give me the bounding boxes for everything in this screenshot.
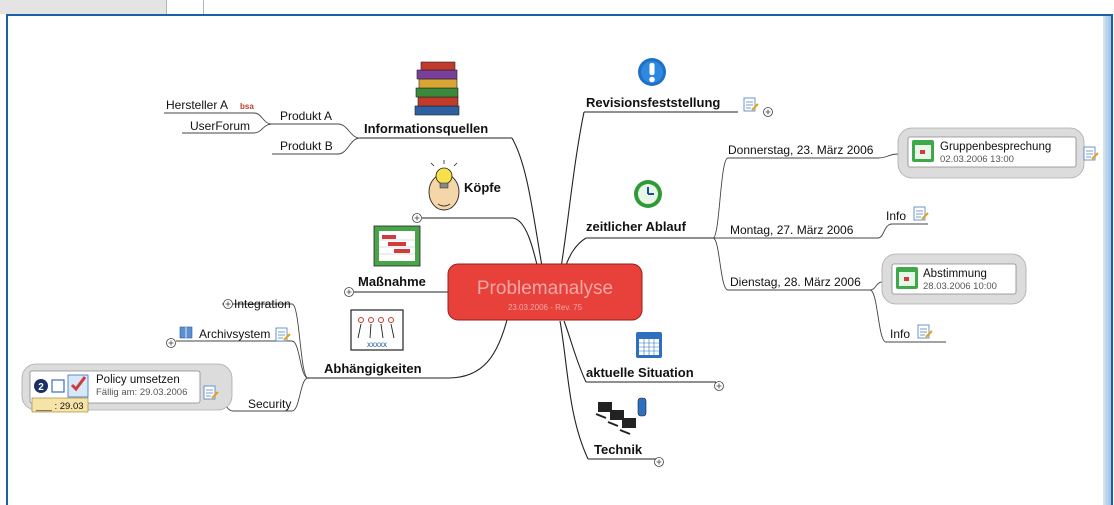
note-icon[interactable]: [743, 97, 759, 112]
sub-line-abstimmung: [869, 281, 883, 291]
branch-massnahme[interactable]: Maßnahme: [358, 274, 426, 289]
sub-line-produkt-a: [272, 123, 361, 139]
sub-line-gruppe: [877, 153, 899, 159]
priority-icon: 2: [34, 379, 48, 393]
branch-produkt-b[interactable]: Produkt B: [280, 139, 333, 153]
appointment-icon: [912, 140, 934, 162]
card-due: Fällig am: 29.03.2006: [96, 387, 187, 398]
sub-line-info-1: [877, 223, 928, 239]
central-node[interactable]: Problemanalyse 23.03.2006 - Rev. 75: [447, 263, 643, 321]
badge-icon: bsa: [240, 102, 254, 111]
note-icon[interactable]: [1083, 146, 1099, 161]
branch-info-1[interactable]: Info: [886, 209, 906, 223]
svg-text:bsa: bsa: [240, 102, 254, 111]
expand-icon[interactable]: [412, 213, 422, 223]
branch-info-2[interactable]: Info: [890, 327, 910, 341]
card-policy[interactable]: 2 Policy umsetzen Fällig am: 29.03.2006 …: [21, 363, 233, 413]
sub-line-archivsystem: [176, 340, 309, 379]
mindmap-canvas[interactable]: Problemanalyse 23.03.2006 - Rev. 75 Info…: [6, 14, 1113, 505]
mindmap-svg: Problemanalyse 23.03.2006 - Rev. 75 Info…: [21, 58, 1099, 467]
expand-icon[interactable]: [344, 287, 354, 297]
sub-line-integration: [222, 303, 309, 379]
branch-archivsystem[interactable]: Archivsystem: [199, 327, 270, 341]
branch-line-technik: [559, 320, 589, 460]
note-icon[interactable]: [203, 385, 219, 400]
card-title: Gruppenbesprechung: [940, 141, 1051, 153]
canvas-edge: [1103, 16, 1111, 505]
books-icon: [414, 61, 460, 116]
computers-icon: [595, 397, 647, 435]
branch-produkt-a[interactable]: Produkt A: [280, 109, 332, 123]
card-gruppenbesprechung[interactable]: Gruppenbesprechung 02.03.2006 13:00: [897, 127, 1099, 179]
card-date: 02.03.2006 13:00: [940, 154, 1014, 165]
tab-divider: [203, 0, 204, 14]
priority-value: 2: [38, 382, 44, 393]
branch-technik[interactable]: Technik: [594, 442, 643, 457]
due-tag: [31, 397, 89, 413]
card-title: Abstimmung: [923, 268, 987, 280]
sub-line-security: [233, 377, 309, 412]
expand-icon[interactable]: [223, 299, 233, 309]
branch-koepfe[interactable]: Köpfe: [464, 180, 501, 195]
central-subtitle: 23.03.2006 - Rev. 75: [508, 303, 583, 312]
branch-line-revision: [559, 111, 585, 275]
branch-informationsquellen[interactable]: Informationsquellen: [364, 121, 488, 136]
calendar-icon: [636, 332, 662, 358]
branch-dienstag[interactable]: Dienstag, 28. März 2006: [730, 275, 861, 289]
expand-icon[interactable]: [166, 338, 176, 348]
branch-line-abhaengigkeiten: [308, 315, 509, 379]
expand-icon[interactable]: [654, 457, 664, 467]
branch-userforum[interactable]: UserForum: [190, 119, 250, 133]
branch-line-informationsquellen: [511, 137, 545, 279]
note-icon[interactable]: [913, 206, 929, 221]
tactics-board-icon: xxxxx: [350, 309, 404, 351]
checklist-icon: [67, 374, 89, 398]
tab-strip: [0, 0, 1114, 14]
tab-inactive[interactable]: [0, 0, 167, 14]
branch-abhaengigkeiten[interactable]: Abhängigkeiten: [324, 361, 422, 376]
expand-icon[interactable]: [763, 107, 773, 117]
expand-icon[interactable]: [714, 381, 724, 391]
branch-aktuelle-situation[interactable]: aktuelle Situation: [586, 365, 694, 380]
branch-revisionsfeststellung[interactable]: Revisionsfeststellung: [586, 95, 720, 110]
info-icon: [638, 58, 666, 86]
card-date: 28.03.2006 10:00: [923, 281, 997, 292]
due-tag-text: ___ : 29.03: [35, 401, 84, 412]
branch-security[interactable]: Security: [248, 397, 291, 411]
task-checkbox[interactable]: [51, 379, 65, 393]
note-icon[interactable]: [275, 327, 291, 342]
central-title: Problemanalyse: [477, 278, 613, 299]
head-icon: [428, 160, 460, 211]
appointment-icon: [896, 267, 918, 289]
sub-line-dienstag: [712, 237, 870, 291]
note-icon[interactable]: [917, 324, 933, 339]
sub-line-produkt-b: [272, 137, 361, 155]
card-title: Policy umsetzen: [96, 374, 180, 386]
sub-line-donnerstag: [712, 157, 878, 239]
sub-line-hersteller: [164, 112, 273, 125]
book-icon: [179, 326, 193, 339]
connectors: [164, 111, 946, 460]
branch-montag[interactable]: Montag, 27. März 2006: [730, 223, 854, 237]
branch-integration[interactable]: Integration: [234, 297, 291, 311]
card-abstimmung[interactable]: Abstimmung 28.03.2006 10:00: [881, 253, 1027, 305]
branch-line-situation: [563, 320, 587, 383]
sub-line-info-2: [869, 289, 946, 343]
gantt-icon: [373, 225, 421, 267]
clock-icon: [634, 180, 662, 208]
branch-zeitlicher-ablauf[interactable]: zeitlicher Ablauf: [586, 219, 687, 234]
svg-text:xxxxx: xxxxx: [367, 340, 387, 349]
branch-donnerstag[interactable]: Donnerstag, 23. März 2006: [728, 143, 874, 157]
sub-line-userforum: [182, 123, 273, 134]
branch-hersteller-a[interactable]: Hersteller A: [166, 98, 228, 112]
